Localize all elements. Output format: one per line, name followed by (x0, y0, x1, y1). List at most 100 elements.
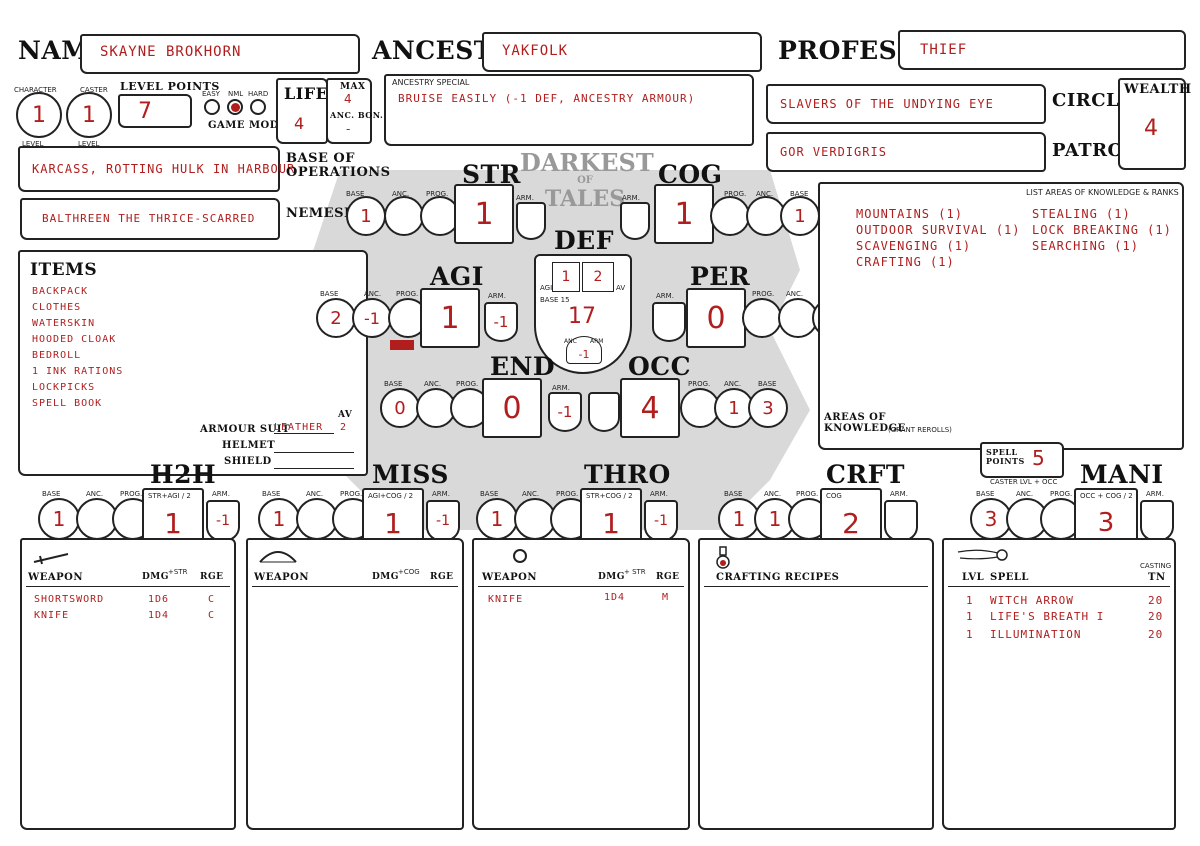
per-prog-circle[interactable] (742, 298, 782, 338)
str-base-circle[interactable]: 1 (346, 196, 386, 236)
base-of-operations-field[interactable]: KARCASS, ROTTING HULK IN HARBOUR (18, 146, 294, 192)
thro-weapons-panel[interactable]: WEAPON DMG + STR RGE KNIFE 1D4 M (472, 538, 690, 830)
patron-field[interactable]: GOR VERDIGRIS (766, 132, 1046, 172)
miss-weapons-panel[interactable]: WEAPON DMG +COG RGE (246, 538, 464, 830)
thro-table-divider (478, 586, 684, 587)
knowledge-box[interactable]: LIST AREAS OF KNOWLEDGE & RANKS MOUNTAIN… (818, 182, 1184, 450)
miss-arm-shield[interactable]: -1 (426, 500, 460, 542)
miss-base-circle[interactable]: 1 (258, 498, 300, 540)
cog-arm-shield[interactable] (620, 202, 650, 240)
miss-arm-value: -1 (436, 513, 450, 529)
items-box[interactable]: ITEMS BACKPACK CLOTHES WATERSKIN HOODED … (18, 250, 368, 476)
ancestry-special-box[interactable]: ANCESTRY SPECIAL BRUISE EASILY (-1 DEF, … (384, 74, 754, 146)
name-value: SKAYNE BROKHORN (100, 44, 242, 60)
miss-col-dmg-sup: +COG (398, 568, 420, 576)
end-label: END (490, 352, 556, 381)
crft-arm-shield[interactable] (884, 500, 918, 542)
level-points-field[interactable]: 7 (118, 94, 192, 128)
knowledge-label: AREAS OF KNOWLEDGE (824, 412, 906, 434)
def-shield[interactable]: 1 2 AGI AV BASE 15 17 -1 ANC ARM (534, 254, 632, 374)
cog-base-circle[interactable]: 1 (780, 196, 820, 236)
agi-base-circle[interactable]: 2 (316, 298, 356, 338)
ancestry-field[interactable]: YAKFOLK (482, 32, 762, 72)
miss-anc-circle[interactable] (296, 498, 338, 540)
sword-icon (33, 553, 69, 565)
cog-base-label: BASE (790, 190, 809, 198)
miss-base-label: BASE (262, 490, 281, 498)
end-arm-value: -1 (557, 403, 573, 421)
armour-suit-value[interactable]: LEATHER (274, 422, 334, 434)
crafting-panel[interactable]: CRAFTING RECIPES (698, 538, 934, 830)
nml-radio[interactable] (227, 99, 243, 115)
knowledge-entry: STEALING (1) (1032, 207, 1131, 221)
thro-arm-value: -1 (654, 513, 668, 529)
end-total-box[interactable]: 0 (482, 378, 542, 438)
mani-arm-shield[interactable] (1140, 500, 1174, 542)
h2h-arm-shield[interactable]: -1 (206, 500, 240, 542)
bow-icon (259, 551, 297, 563)
h2h-weapons-panel[interactable]: WEAPON DMG +STR RGE SHORTSWORD 1D6 C KNI… (20, 538, 236, 830)
agi-fav-attr-marker[interactable] (390, 340, 414, 350)
character-level-circle[interactable]: 1 (16, 92, 62, 138)
profession-field[interactable]: THIEF (898, 30, 1186, 70)
wealth-box[interactable]: WEALTH 4 (1118, 78, 1191, 170)
spell-row-lvl: 1 (966, 628, 974, 641)
wealth-value: 4 (1144, 116, 1158, 141)
thro-base-circle[interactable]: 1 (476, 498, 518, 540)
circle-field[interactable]: SLAVERS OF THE UNDYING EYE (766, 84, 1046, 124)
level-points-label: LEVEL POINTS (120, 80, 220, 93)
life-box[interactable]: LIFE 4 (276, 78, 328, 144)
cog-anc-circle[interactable] (746, 196, 786, 236)
str-total-box[interactable]: 1 (454, 184, 514, 244)
av-label: AV (338, 410, 353, 420)
spell-points-box[interactable]: SPELL POINTS 5 (980, 442, 1064, 478)
end-arm-shield[interactable]: -1 (548, 392, 582, 432)
def-av-box[interactable]: 2 (582, 262, 614, 292)
occ-base-circle[interactable]: 3 (748, 388, 788, 428)
cog-prog-circle[interactable] (710, 196, 750, 236)
agi-arm-shield[interactable]: -1 (484, 302, 518, 342)
crft-anc-label: ANC. (764, 490, 782, 498)
per-total-box[interactable]: 0 (686, 288, 746, 348)
item-entry: WATERSKIN (32, 318, 96, 329)
agi-total-box[interactable]: 1 (420, 288, 480, 348)
occ-anc-circle[interactable]: 1 (714, 388, 754, 428)
caster-level-circle[interactable]: 1 (66, 92, 112, 138)
shield-field[interactable] (274, 468, 354, 469)
potion-icon (716, 546, 730, 569)
h2h-row-rge: C (208, 610, 216, 621)
thro-arm-shield[interactable]: -1 (644, 500, 678, 542)
h2h-base-circle[interactable]: 1 (38, 498, 80, 540)
str-anc-circle[interactable] (384, 196, 424, 236)
def-anc-arm-box[interactable]: -1 (566, 336, 602, 364)
str-arm-shield[interactable] (516, 202, 546, 240)
mani-base-value: 3 (984, 507, 998, 531)
knowledge-entry: SEARCHING (1) (1032, 239, 1139, 253)
str-base-label: BASE (346, 190, 365, 198)
spell-points-label: SPELL POINTS (986, 447, 1025, 466)
fireball-icon (957, 549, 1008, 561)
h2h-arm-label: ARM. (212, 490, 230, 498)
str-prog-circle[interactable] (420, 196, 460, 236)
name-field[interactable]: SKAYNE BROKHORN (80, 34, 360, 74)
h2h-base-value: 1 (52, 507, 66, 531)
shield-label: SHIELD (224, 456, 272, 467)
easy-radio[interactable] (204, 99, 220, 115)
occ-total-box[interactable]: 4 (620, 378, 680, 438)
cog-total-box[interactable]: 1 (654, 184, 714, 244)
helmet-field[interactable] (274, 452, 354, 453)
armour-suit-label: ARMOUR SUIT (200, 424, 290, 435)
occ-anc-label: ANC. (724, 380, 742, 388)
def-agi-box[interactable]: 1 (552, 262, 580, 292)
agi-anc-circle[interactable]: -1 (352, 298, 392, 338)
nemesis-field[interactable]: BALTHREEN THE THRICE-SCARRED (20, 198, 280, 240)
end-base-circle[interactable]: 0 (380, 388, 420, 428)
per-arm-shield[interactable] (652, 302, 686, 342)
per-anc-label: ANC. (786, 290, 804, 298)
h2h-base-label: BASE (42, 490, 61, 498)
life-max-box[interactable]: MAX 4 ANC. BON. - (326, 78, 383, 144)
spells-panel[interactable]: CASTING LVL SPELL TN 1 WITCH ARROW 20 1 … (942, 538, 1176, 830)
occ-arm-shield[interactable] (588, 392, 620, 432)
hard-radio[interactable] (250, 99, 266, 115)
h2h-anc-label: ANC. (86, 490, 104, 498)
